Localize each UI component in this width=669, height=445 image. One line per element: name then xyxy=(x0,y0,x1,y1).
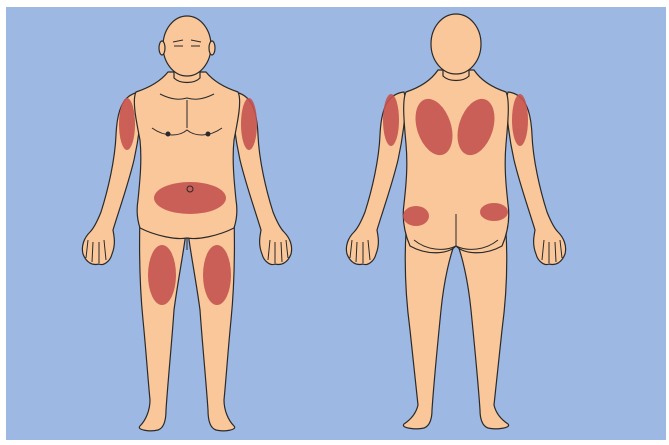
front-left-thigh-area xyxy=(148,245,176,305)
back-right-hip-area xyxy=(480,203,508,221)
front-left-upper-arm-area xyxy=(119,98,135,150)
front-right-upper-arm-area xyxy=(241,98,257,150)
back-left-hip-area xyxy=(403,206,429,226)
back-right-upper-arm-area xyxy=(512,94,528,146)
illustration-panel xyxy=(6,7,666,440)
back-head xyxy=(431,14,481,74)
body-diagram-svg xyxy=(6,7,666,440)
front-right-ear xyxy=(209,41,215,55)
back-left-upper-arm-area xyxy=(383,94,399,146)
front-head xyxy=(163,16,211,76)
front-left-ear xyxy=(159,41,165,55)
front-right-thigh-area xyxy=(203,245,231,305)
front-abdomen-area xyxy=(154,182,226,214)
front-right-nipple xyxy=(206,132,210,136)
front-left-nipple xyxy=(166,132,170,136)
